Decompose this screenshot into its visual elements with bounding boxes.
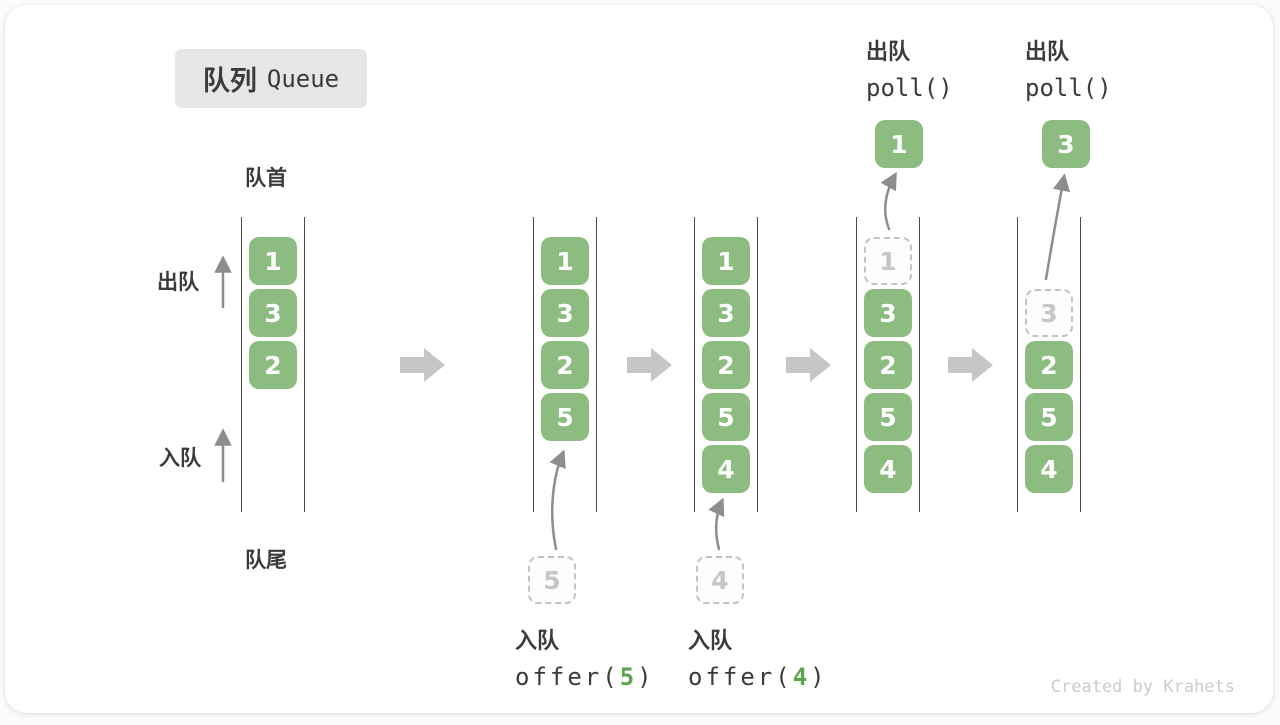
state-transition-arrow-icon bbox=[948, 348, 993, 382]
queue-cell-filled: 4 bbox=[1025, 445, 1073, 493]
dequeue-axis-label: 出队 bbox=[157, 271, 199, 294]
queue-cell-filled: 3 bbox=[864, 289, 912, 337]
queue-cell-filled: 4 bbox=[702, 445, 750, 493]
operation-poll-2: 出队 poll() bbox=[1025, 34, 1112, 102]
title-en: Queue bbox=[266, 64, 340, 93]
queue-cell-filled: 1 bbox=[541, 237, 589, 285]
incoming-element-box: 5 bbox=[528, 556, 576, 604]
dequeued-element-box: 3 bbox=[1042, 120, 1090, 168]
queue-cell-filled: 2 bbox=[864, 341, 912, 389]
queue-cell-filled: 4 bbox=[864, 445, 912, 493]
operation-name: 出队 bbox=[1025, 39, 1070, 64]
operation-offer-5: 入队 offer(5) bbox=[515, 623, 655, 691]
operation-name: 入队 bbox=[515, 628, 560, 653]
operation-name: 入队 bbox=[688, 628, 733, 653]
queue-cell-filled: 3 bbox=[541, 289, 589, 337]
queue-cell-filled: 1 bbox=[702, 237, 750, 285]
title-badge: 队列 Queue bbox=[175, 49, 367, 108]
operation-offer-4: 入队 offer(4) bbox=[688, 623, 828, 691]
queue-cell-filled: 1 bbox=[249, 237, 297, 285]
queue-cell-dashed: 3 bbox=[1025, 289, 1073, 337]
state-transition-arrow-icon bbox=[400, 348, 445, 382]
queue-cell-filled: 5 bbox=[541, 393, 589, 441]
queue-rear-label: 队尾 bbox=[245, 549, 287, 572]
incoming-element-box: 4 bbox=[696, 556, 744, 604]
state-transition-arrow-icon bbox=[786, 348, 831, 382]
operation-code: offer(5) bbox=[515, 663, 655, 691]
enqueue-axis-label: 入队 bbox=[159, 447, 201, 470]
operation-code: poll() bbox=[1025, 74, 1112, 102]
queue-cell-filled: 3 bbox=[702, 289, 750, 337]
queue-cell-filled: 2 bbox=[541, 341, 589, 389]
operation-code: offer(4) bbox=[688, 663, 828, 691]
queue-cell-filled: 3 bbox=[249, 289, 297, 337]
title-zh: 队列 bbox=[202, 66, 257, 96]
dequeued-element-box: 1 bbox=[875, 120, 923, 168]
queue-cell-filled: 2 bbox=[249, 341, 297, 389]
operation-name: 出队 bbox=[866, 39, 911, 64]
operation-code: poll() bbox=[866, 74, 953, 102]
operation-poll-1: 出队 poll() bbox=[866, 34, 953, 102]
queue-cell-filled: 5 bbox=[1025, 393, 1073, 441]
queue-cell-filled: 5 bbox=[702, 393, 750, 441]
queue-cell-dashed: 1 bbox=[864, 237, 912, 285]
state-transition-arrow-icon bbox=[627, 348, 672, 382]
queue-cell-filled: 2 bbox=[1025, 341, 1073, 389]
queue-front-label: 队首 bbox=[245, 167, 287, 190]
watermark: Created by Krahets bbox=[1050, 677, 1235, 697]
queue-cell-filled: 5 bbox=[864, 393, 912, 441]
queue-cell-filled: 2 bbox=[702, 341, 750, 389]
